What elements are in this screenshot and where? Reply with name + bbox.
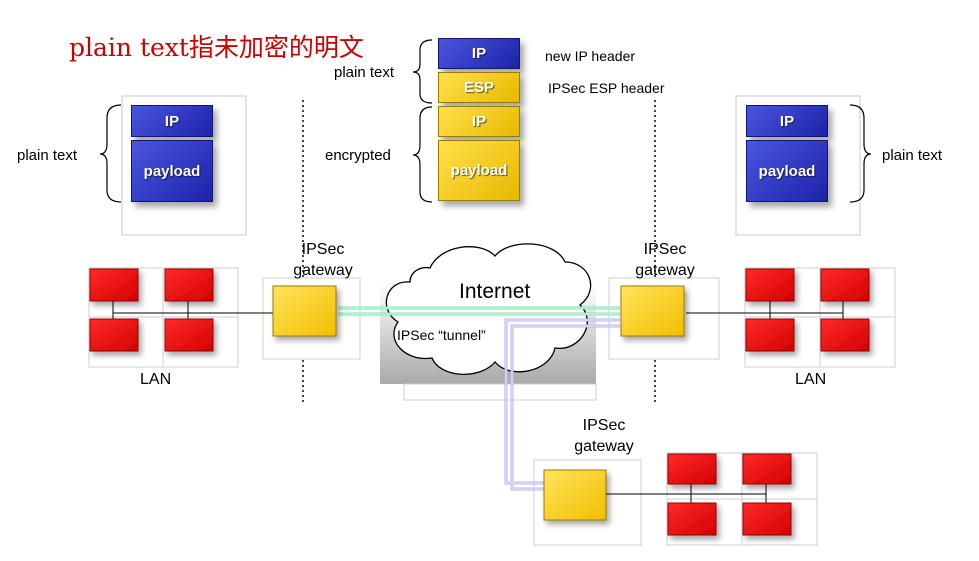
left-payload-block: payload — [131, 140, 213, 202]
center-plaintext-bracket — [412, 39, 433, 104]
router-icon — [742, 502, 792, 536]
center-inner-ip-block: IP — [438, 106, 520, 137]
left-gateway-label-line1: IPSec — [301, 241, 345, 258]
right-gateway-label: IPSec gateway — [620, 239, 710, 281]
center-encrypted-bracket — [412, 106, 433, 203]
router-icon — [89, 268, 139, 302]
router-icon — [745, 318, 795, 352]
right-lan-label: LAN — [795, 371, 827, 388]
router-icon — [164, 268, 214, 302]
right-gateway-label-line2: gateway — [635, 262, 695, 279]
left-plain-text-label: plain text — [17, 147, 78, 164]
router-icon — [820, 318, 870, 352]
bottom-lan-routers — [667, 453, 792, 536]
left-gateway-label: IPSec gateway — [278, 239, 368, 281]
right-payload-block: payload — [746, 140, 828, 202]
bottom-gateway-label-line2: gateway — [574, 438, 634, 455]
right-plain-text-label: plain text — [882, 147, 943, 164]
left-lan-routers — [89, 268, 214, 352]
router-icon — [745, 268, 795, 302]
right-gateway-icon — [620, 285, 685, 337]
left-ip-block: IP — [131, 105, 213, 137]
right-ip-block: IP — [746, 105, 828, 137]
router-icon — [667, 453, 717, 485]
center-plain-text-label: plain text — [334, 64, 395, 81]
center-new-ip-block: IP — [438, 38, 520, 69]
internet-label: Internet — [459, 280, 531, 303]
center-esp-block: ESP — [438, 72, 520, 103]
left-gateway-label-line2: gateway — [293, 262, 353, 279]
center-encrypted-label: encrypted — [325, 147, 391, 164]
right-gateway-label-line1: IPSec — [643, 241, 687, 258]
bottom-gateway-label-line1: IPSec — [582, 417, 626, 434]
diagram-title: plain text指未加密的明文 — [69, 33, 364, 62]
router-icon — [742, 453, 792, 485]
bottom-gateway-icon — [543, 469, 607, 521]
tunnel-label: IPSec “tunnel” — [397, 327, 486, 343]
left-plaintext-bracket — [99, 104, 122, 203]
router-icon — [89, 318, 139, 352]
right-plaintext-bracket — [849, 104, 872, 203]
center-payload-block: payload — [438, 140, 520, 201]
router-icon — [820, 268, 870, 302]
right-lan-routers — [745, 268, 870, 352]
router-icon — [667, 502, 717, 536]
bottom-gateway-label: IPSec gateway — [559, 415, 649, 457]
esp-header-label: IPSec ESP header — [548, 80, 665, 96]
left-lan-label: LAN — [140, 371, 172, 388]
new-ip-header-label: new IP header — [545, 48, 636, 64]
router-icon — [164, 318, 214, 352]
left-gateway-icon — [272, 285, 337, 337]
